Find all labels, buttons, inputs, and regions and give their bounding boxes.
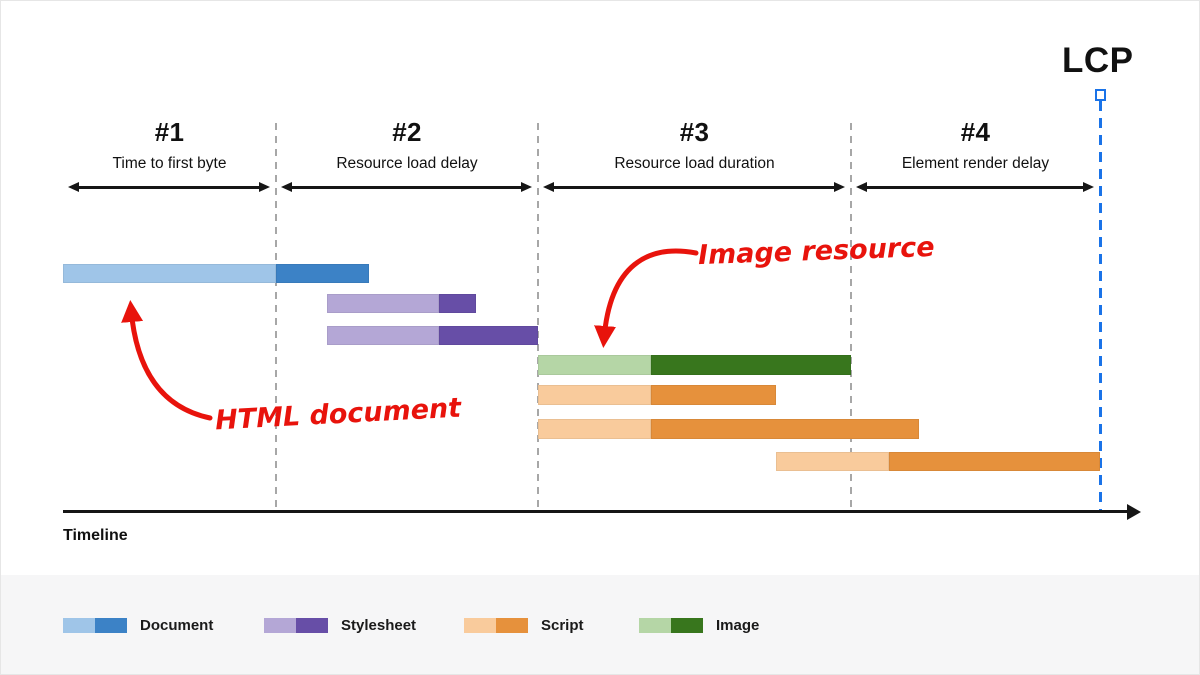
swatch-light-half [63, 618, 95, 633]
legend-label: Stylesheet [341, 617, 417, 634]
phase-label: Resource load delay [336, 155, 478, 172]
legend-label: Script [541, 617, 584, 634]
arrowhead-icon [259, 182, 270, 192]
script-bar-light-segment [538, 419, 651, 439]
phase-extent-arrow-icon [543, 182, 845, 192]
stylesheet-bar-dark-segment [439, 326, 538, 345]
document-bar-dark-segment [276, 264, 369, 283]
script-bar-dark-segment [651, 419, 919, 439]
arrow-line [290, 186, 523, 189]
image-swatch-icon [639, 618, 703, 633]
phase-label: Resource load duration [614, 155, 775, 172]
document-bar-light-segment [63, 264, 276, 283]
stylesheet-bar-dark-segment [439, 294, 476, 313]
swatch-light-half [264, 618, 296, 633]
script-bar-dark-segment [651, 385, 776, 405]
script-bar-dark-segment [889, 452, 1100, 471]
script-swatch-icon [464, 618, 528, 633]
phase-divider-dashed-line [275, 123, 277, 511]
arrowhead-icon [68, 182, 79, 192]
legend-item-image: Image [639, 617, 759, 634]
image-bar-light-segment [538, 355, 651, 375]
legend-item-script: Script [464, 617, 584, 634]
stylesheet-swatch-icon [264, 618, 328, 633]
image-resource-arrow-icon [594, 248, 699, 348]
html-document-arrow-icon [121, 300, 213, 421]
legend-label: Image [716, 617, 760, 634]
phase-label: Time to first byte [112, 155, 227, 172]
phase-extent-arrow-icon [281, 182, 532, 192]
arrowhead-icon [521, 182, 532, 192]
swatch-dark-half [296, 618, 328, 633]
stylesheet-bar-light-segment [327, 294, 439, 313]
phase-number: #2 [392, 117, 422, 147]
phase-divider-dashed-line [850, 123, 852, 511]
script-bar-light-segment [776, 452, 889, 471]
timeline-axis [63, 510, 1129, 513]
legend-item-stylesheet: Stylesheet [264, 617, 416, 634]
script-bar-light-segment [538, 385, 651, 405]
phase-label: Element render delay [901, 155, 1050, 172]
arrowhead-icon [543, 182, 554, 192]
lcp-dashed-line [1098, 101, 1102, 511]
image-bar-dark-segment [651, 355, 851, 375]
swatch-dark-half [671, 618, 703, 633]
stylesheet-bar-light-segment [327, 326, 439, 345]
swatch-dark-half [496, 618, 528, 633]
arrowhead-icon [281, 182, 292, 192]
arrowhead-icon [856, 182, 867, 192]
phase-number: #1 [154, 117, 185, 147]
timeline-label: Timeline [63, 527, 128, 544]
legend-band [1, 575, 1199, 674]
arrow-line [552, 186, 836, 189]
phase-number: #3 [679, 117, 710, 147]
swatch-light-half [639, 618, 671, 633]
legend-label: Document [140, 617, 214, 634]
arrow-line [77, 186, 261, 189]
lcp-marker-square-icon [1094, 89, 1106, 101]
arrow-line [865, 186, 1085, 189]
phase-extent-arrow-icon [856, 182, 1094, 192]
arrowhead-icon [1083, 182, 1094, 192]
phase-divider-dashed-line [537, 123, 539, 511]
timeline-axis-arrowhead-icon [1127, 504, 1141, 520]
phase-extent-arrow-icon [68, 182, 270, 192]
arrowhead-icon [834, 182, 845, 192]
image-resource-annotation: Image resource [697, 231, 936, 272]
swatch-light-half [464, 618, 496, 633]
document-swatch-icon [63, 618, 127, 633]
swatch-dark-half [95, 618, 127, 633]
phase-number: #4 [960, 117, 991, 147]
lcp-label: LCP [1062, 41, 1134, 80]
html-document-annotation: HTML document [214, 392, 462, 437]
legend-item-document: Document [63, 617, 213, 634]
